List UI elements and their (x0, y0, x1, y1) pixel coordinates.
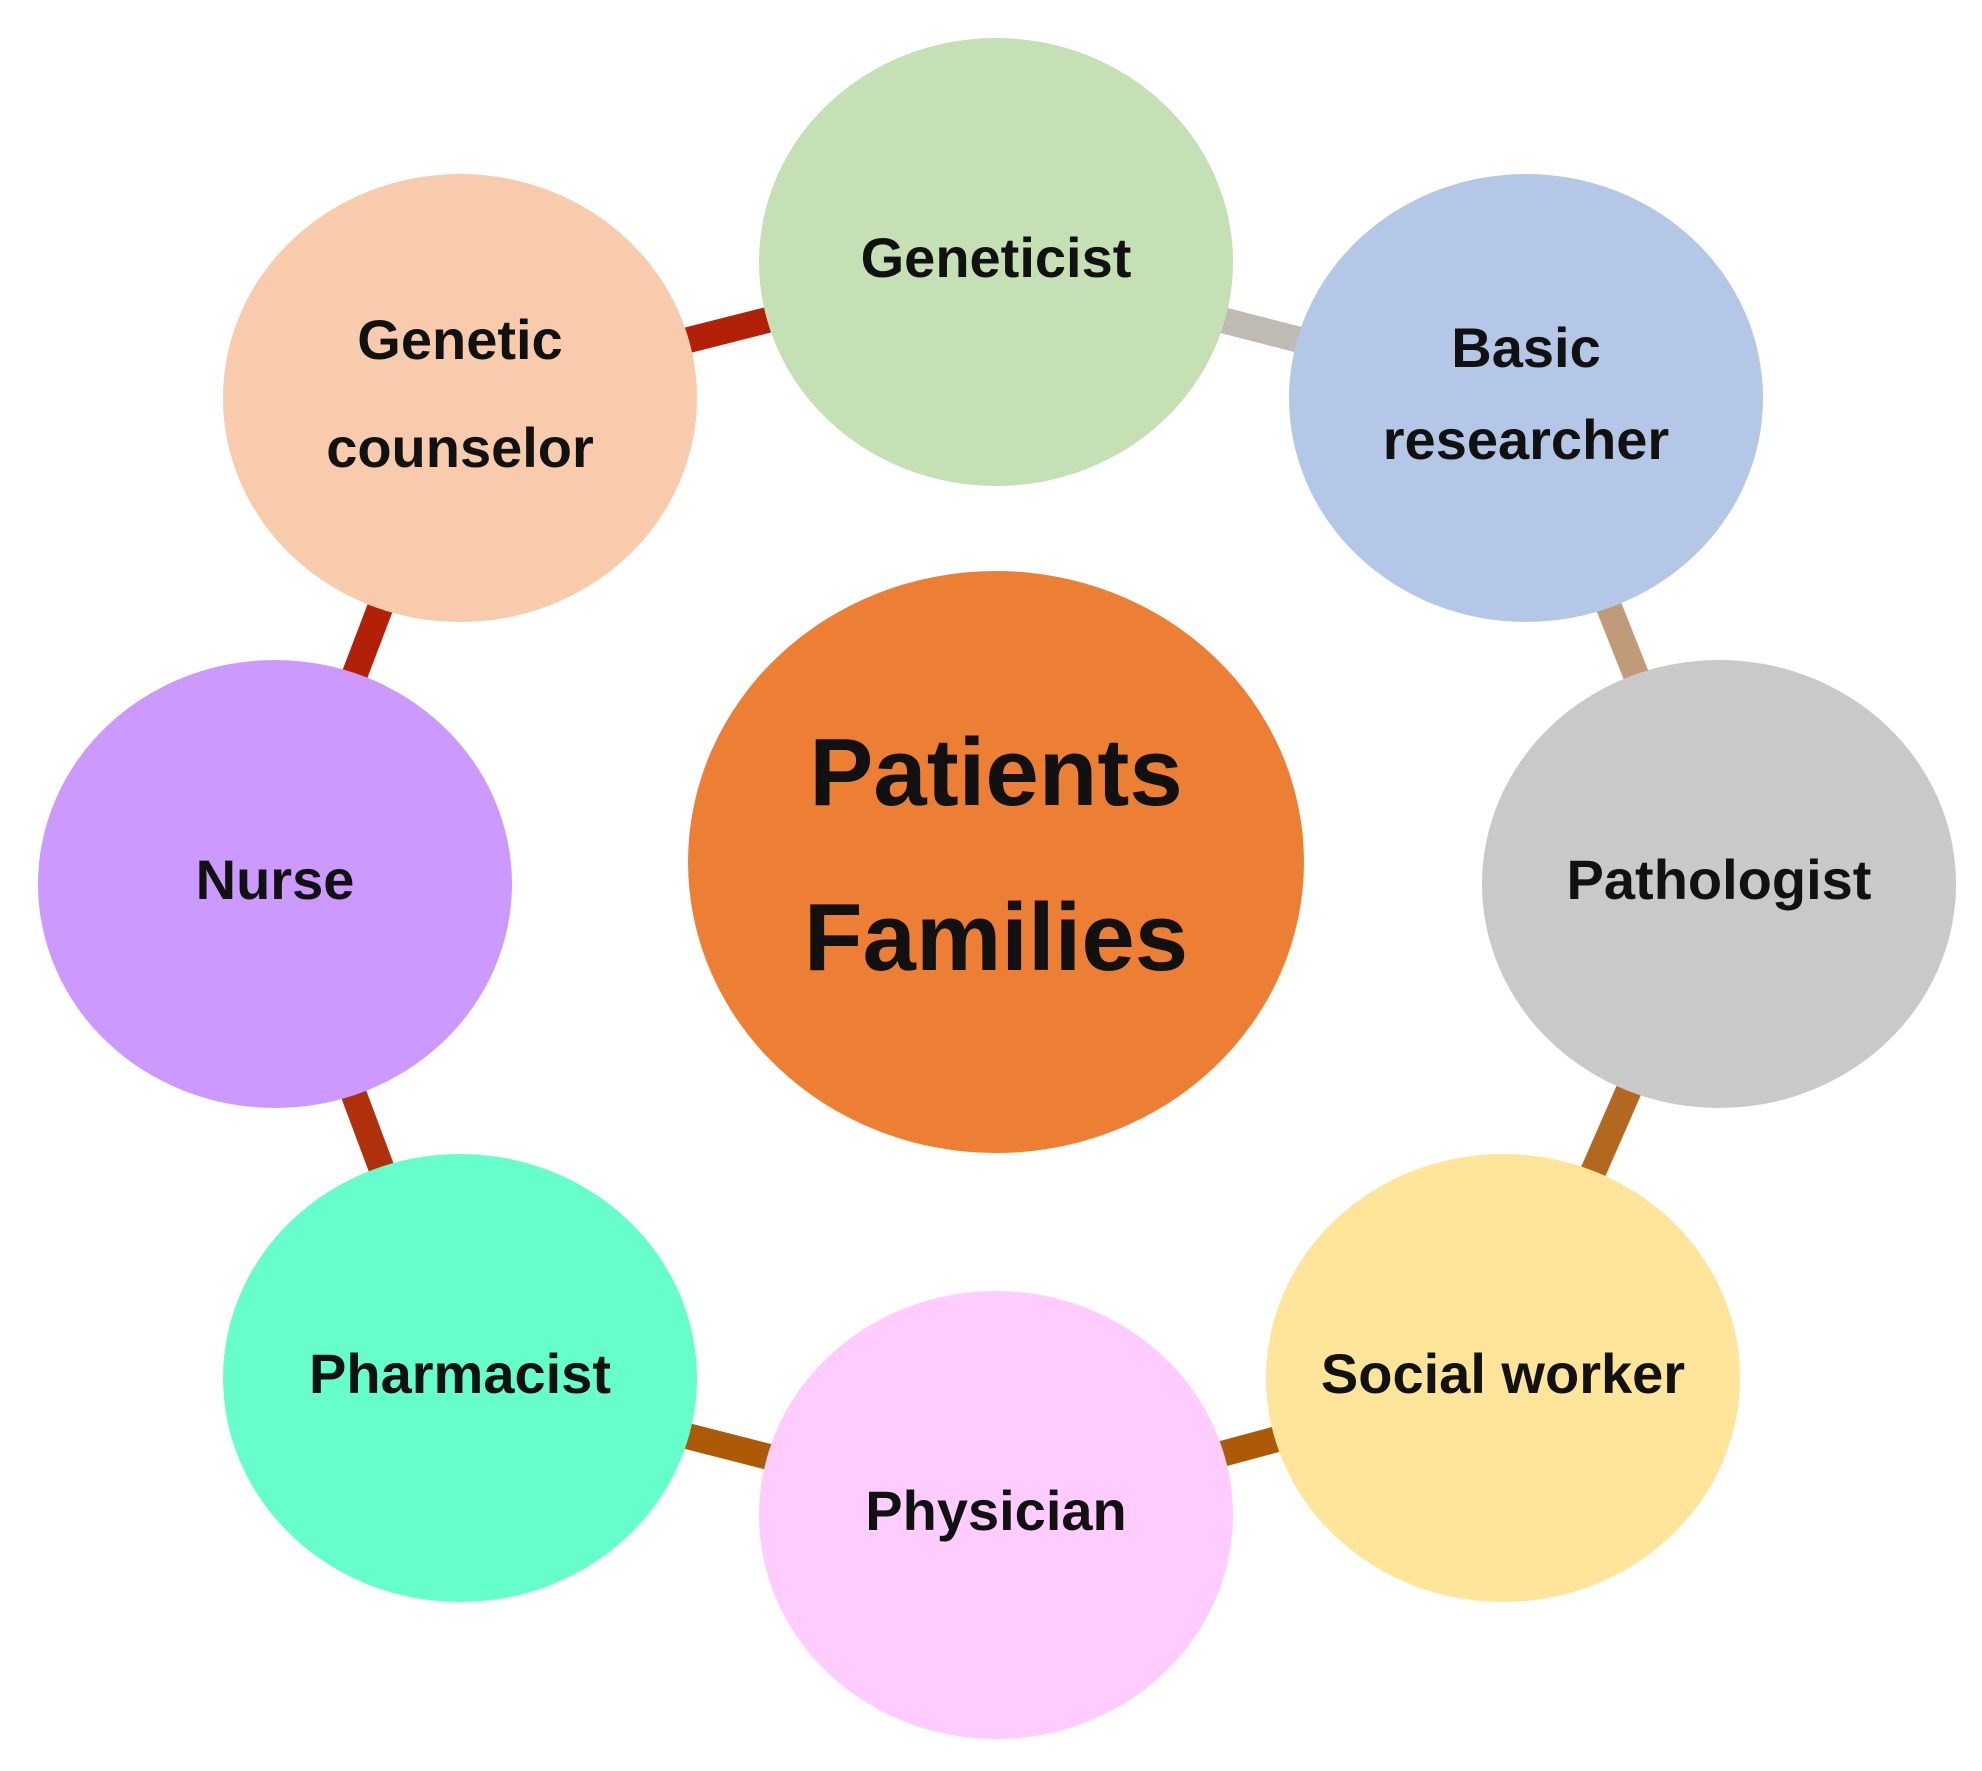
node-basic-researcher-label-1: researcher (1383, 408, 1669, 471)
node-nurse: Nurse (38, 660, 512, 1108)
node-genetic-counselor-label-1: counselor (326, 416, 594, 479)
node-geneticist-circle (759, 38, 1233, 486)
node-physician: Physician (759, 1291, 1233, 1739)
node-geneticist: Geneticist (759, 38, 1233, 486)
node-pharmacist-label-0: Pharmacist (309, 1342, 611, 1405)
node-physician-circle (759, 1291, 1233, 1739)
node-genetic-counselor-circle (223, 174, 697, 622)
node-geneticist-label-0: Geneticist (861, 226, 1132, 289)
node-pathologist-label-0: Pathologist (1567, 848, 1872, 911)
node-basic-researcher-circle (1289, 174, 1763, 622)
node-social-worker: Social worker (1266, 1154, 1740, 1602)
center-node-label-1: Families (804, 884, 1188, 991)
node-pathologist: Pathologist (1482, 660, 1956, 1108)
node-genetic-counselor: Genetic counselor (223, 174, 697, 622)
node-basic-researcher: Basic researcher (1289, 174, 1763, 622)
node-social-worker-label-0: Social worker (1321, 1342, 1685, 1405)
node-pharmacist-circle (223, 1154, 697, 1602)
node-basic-researcher-label-0: Basic (1451, 316, 1600, 379)
node-nurse-label-0: Nurse (196, 848, 355, 911)
center-node-label-0: Patients (809, 719, 1182, 826)
node-physician-label-0: Physician (865, 1479, 1126, 1542)
node-social-worker-circle (1266, 1154, 1740, 1602)
node-genetic-counselor-label-0: Genetic (357, 308, 562, 371)
center-node-circle (688, 571, 1304, 1153)
node-pharmacist: Pharmacist (223, 1154, 697, 1602)
node-pathologist-circle (1482, 660, 1956, 1108)
node-nurse-circle (38, 660, 512, 1108)
